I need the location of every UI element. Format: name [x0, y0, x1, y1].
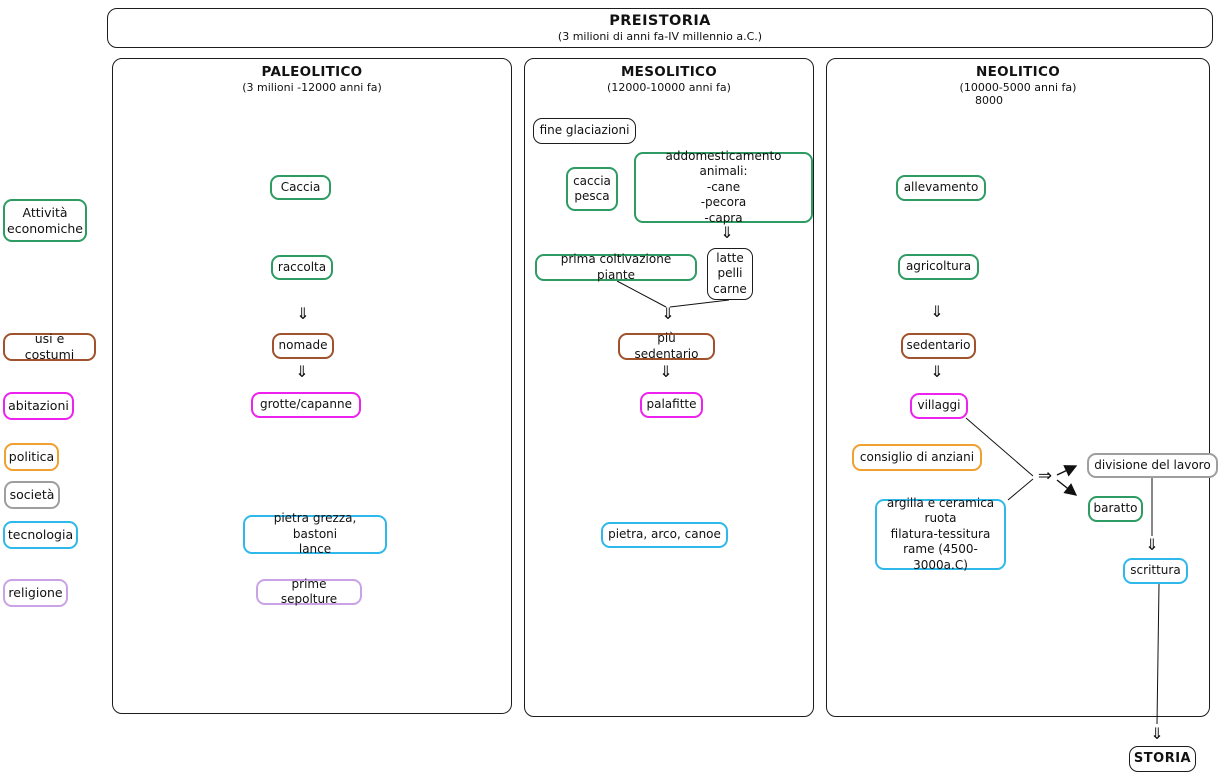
node-villaggi: villaggi — [910, 393, 968, 419]
mesolitico-subtitle: (12000-10000 anni fa) — [607, 81, 731, 94]
node-caccia: Caccia — [270, 175, 331, 200]
node-scrittura: scrittura — [1123, 558, 1188, 584]
node-addomesticamento-animali: addomesticamento animali: -cane -pecora … — [634, 149, 813, 225]
legend-abitazioni: abitazioni — [3, 392, 74, 420]
node-caccia-pesca: caccia pesca — [566, 167, 618, 211]
node-pietra-grezza: pietra grezza, bastoni lance — [243, 511, 387, 556]
node-piu-sedentario: più sedentario — [618, 331, 715, 361]
down-arrow-icon: ⇓ — [1145, 535, 1159, 554]
down-arrow-icon: ⇓ — [1150, 724, 1164, 743]
node-allevamento: allevamento — [896, 175, 986, 201]
legend-religione: religione — [3, 579, 68, 607]
page-subtitle: (3 milioni di anni fa-IV millennio a.C.) — [557, 30, 763, 43]
legend-tecnologia: tecnologia — [3, 521, 78, 549]
down-arrow-icon: ⇓ — [930, 302, 944, 321]
neolitico-subtitle: (10000-5000 anni fa) — [959, 81, 1077, 94]
node-prime-sepolture: prime sepolture — [256, 577, 362, 606]
node-agricoltura: agricoltura — [898, 254, 979, 280]
down-arrow-icon: ⇓ — [930, 362, 944, 381]
node-nomade: nomade — [272, 333, 334, 359]
node-baratto: baratto — [1088, 496, 1143, 522]
legend-societa: società — [4, 481, 60, 509]
node-argilla-ceramica: argilla e ceramica ruota filatura-tessit… — [875, 496, 1006, 572]
neolitico-subtitle2: 8000 — [975, 94, 1003, 107]
node-prima-coltivazione-piante: prima coltivazione piante — [535, 252, 697, 282]
node-fine-glaciazioni: fine glaciazioni — [533, 118, 636, 144]
paleolitico-subtitle: (3 milioni -12000 anni fa) — [242, 81, 382, 94]
legend-politica: politica — [4, 443, 59, 471]
down-arrow-icon: ⇓ — [659, 362, 673, 381]
node-storia: STORIA — [1129, 746, 1196, 772]
node-divisione-del-lavoro: divisione del lavoro — [1087, 453, 1218, 478]
node-pietra-arco-canoe: pietra, arco, canoe — [601, 522, 728, 548]
down-arrow-icon: ⇓ — [296, 304, 310, 323]
legend-usi-e-costumi: usi e costumi — [3, 331, 96, 362]
down-arrow-icon: ⇓ — [720, 223, 734, 242]
column-neolitico: NEOLITICO (10000-5000 anni fa) 8000 — [826, 58, 1210, 717]
header-box: PREISTORIA (3 milioni di anni fa-IV mill… — [107, 8, 1213, 48]
paleolitico-title: PALEOLITICO — [261, 64, 363, 80]
node-palafitte: palafitte — [640, 392, 703, 418]
node-raccolta: raccolta — [271, 255, 333, 280]
node-sedentario: sedentario — [901, 333, 976, 359]
legend-attivita-economiche: Attività economiche — [3, 199, 87, 242]
neolitico-title: NEOLITICO — [976, 64, 1060, 80]
node-latte-pelli-carne: latte pelli carne — [707, 248, 753, 300]
node-consiglio-di-anziani: consiglio di anziani — [852, 444, 982, 471]
node-grotte-capanne: grotte/capanne — [251, 392, 361, 418]
right-arrow-icon: ⇒ — [1037, 466, 1053, 486]
column-paleolitico: PALEOLITICO (3 milioni -12000 anni fa) — [112, 58, 512, 714]
down-arrow-icon: ⇓ — [661, 304, 675, 323]
down-arrow-icon: ⇓ — [295, 362, 309, 381]
mesolitico-title: MESOLITICO — [620, 64, 718, 80]
page-title: PREISTORIA — [609, 13, 711, 29]
